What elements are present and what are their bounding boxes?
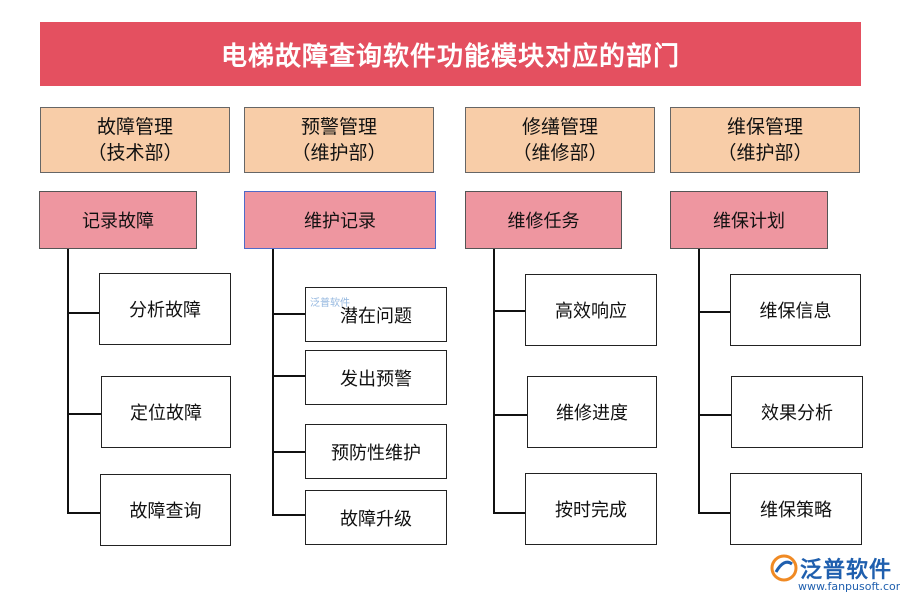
sub-label: 定位故障 [130,403,202,424]
dept-unit: （维护部） [291,142,387,164]
sub-box: 故障查询 [100,474,231,546]
dept-name: 修缮管理 [521,116,598,138]
dept-name: 维保管理 [726,116,803,138]
sub-label: 维保策略 [760,500,832,521]
function-label: 记录故障 [82,211,154,232]
dept-unit: （维修部） [512,142,608,164]
connector-branch [493,512,525,514]
sub-label: 维修进度 [556,403,628,424]
dept-name: 预警管理 [300,116,377,138]
diagram-title-text: 电梯故障查询软件功能模块对应的部门 [220,41,680,72]
sub-label: 预防性维护 [331,442,421,464]
dept-name: 故障管理 [96,116,173,138]
sub-box: 故障升级 [305,490,447,545]
sub-label: 维保信息 [759,301,832,322]
connector-branch [493,414,527,416]
sub-label: 潜在问题 [340,305,412,327]
sub-box: 高效响应 [525,274,657,346]
sub-box: 定位故障 [101,376,231,448]
sub-box: 分析故障 [99,273,231,345]
dept-unit: （维护部） [717,142,813,164]
function-label: 维保计划 [713,211,785,232]
connector-branch [698,311,730,313]
connector-branch [493,310,525,312]
brand-name: 泛普软件 [800,558,893,583]
watermark-text: 泛普软件 [310,298,350,309]
sub-label: 故障查询 [129,501,202,522]
sub-box: 按时完成 [525,473,657,545]
sub-box: 效果分析 [731,376,863,448]
function-box-maintenance-plan: 维保计划 [670,191,828,249]
sub-box: 发出预警 [305,350,447,405]
connector-branch [272,451,305,453]
diagram-title: 电梯故障查询软件功能模块对应的部门 [40,22,861,86]
brand-logo-icon [770,554,798,582]
connector-trunk [698,249,700,514]
function-box-maintenance-record: 维护记录 [244,191,436,249]
sub-label: 按时完成 [555,500,627,521]
function-label: 维修任务 [507,211,580,232]
brand-url: www.fanpusoft.com [798,580,900,593]
connector-branch [67,312,99,314]
sub-label: 高效响应 [555,301,627,322]
connector-branch [698,512,730,514]
function-label: 维护记录 [304,211,376,232]
function-box-record-fault: 记录故障 [39,191,197,249]
sub-label: 分析故障 [129,300,201,321]
sub-box: 维保信息 [730,274,861,346]
connector-trunk [493,249,495,514]
function-box-repair-task: 维修任务 [465,191,622,249]
connector-branch [67,413,101,415]
dept-box-fault: 故障管理 （技术部） [40,107,230,173]
connector-branch [67,512,100,514]
sub-box: 预防性维护 [305,424,447,479]
sub-label: 发出预警 [340,368,412,390]
connector-branch [272,375,305,377]
brand-logo: 泛普软件 www.fanpusoft.com [770,552,900,596]
connector-trunk [67,249,69,514]
sub-box: 潜在问题 [305,287,447,342]
connector-branch [272,313,305,315]
connector-trunk [272,249,274,516]
connector-branch [272,514,305,516]
sub-label: 故障升级 [340,508,412,530]
sub-box: 维修进度 [527,376,657,448]
dept-unit: （技术部） [87,142,183,164]
dept-box-maintenance: 维保管理 （维护部） [670,107,860,173]
connector-branch [698,414,731,416]
dept-box-warning: 预警管理 （维护部） [244,107,434,173]
sub-label: 效果分析 [761,403,833,424]
sub-box: 维保策略 [730,473,862,545]
dept-box-repair: 修缮管理 （维修部） [465,107,655,173]
